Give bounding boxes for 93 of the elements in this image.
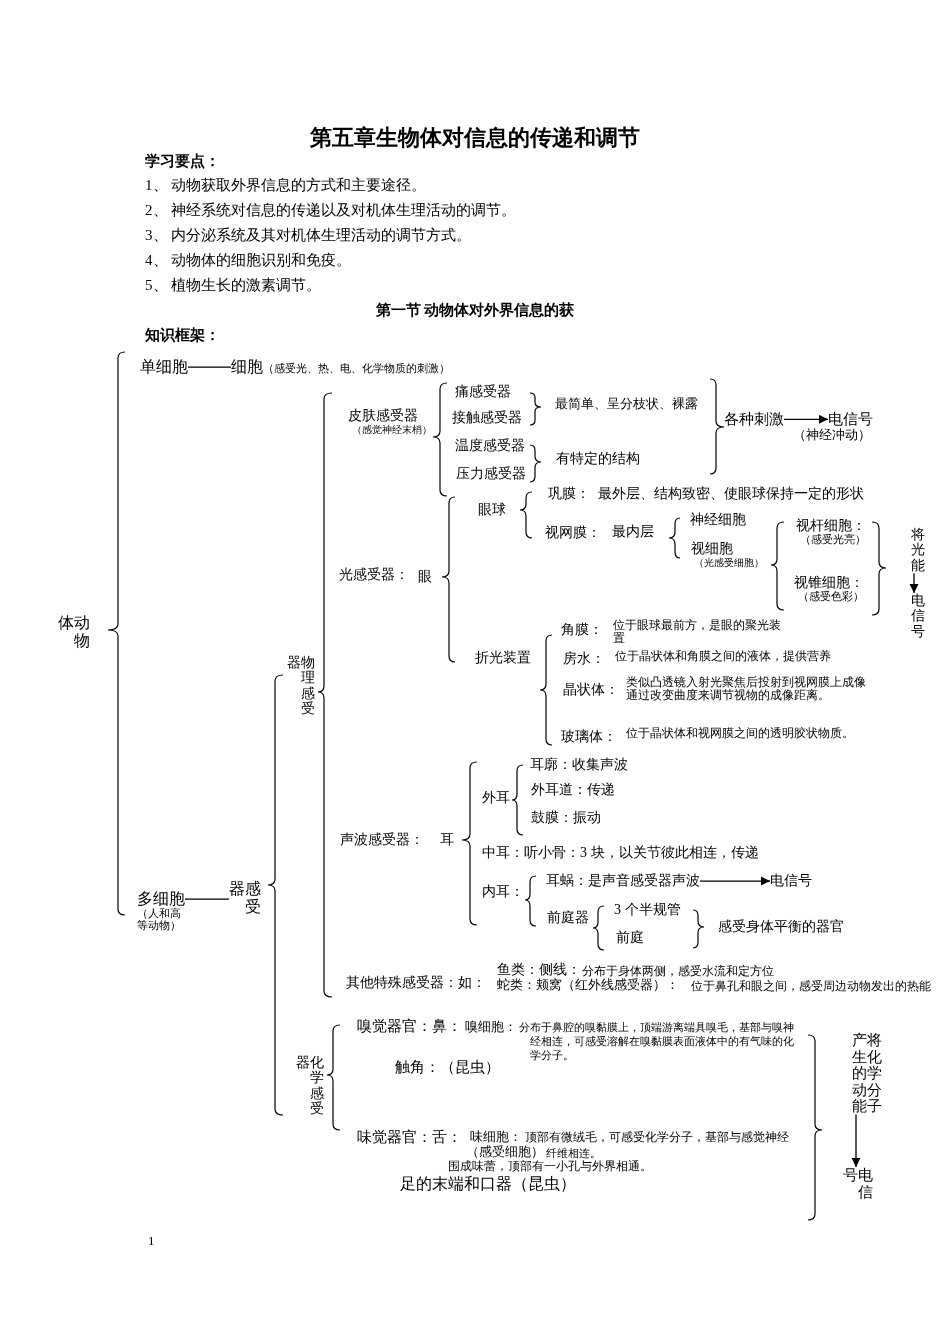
tree-label: 足的末端和口器（昆虫） (400, 1175, 576, 1193)
tree-label: 耳廓：收集声波 (530, 757, 628, 774)
tree-label: 有特定的结构 (556, 451, 640, 468)
description-text: 位于眼球最前方，是眼的聚光装置 (613, 619, 782, 645)
arrow (909, 572, 919, 594)
connector-line (184, 898, 230, 900)
tree-label: 视锥细胞： (794, 575, 864, 590)
tree-label: 眼球 (478, 502, 506, 519)
vertical-label: 感受器 (229, 880, 261, 916)
tree-label: 多细胞 (137, 890, 185, 908)
tree-label: 单细胞 (140, 358, 188, 377)
tree-label: 其他特殊感受器：如： (346, 975, 486, 991)
section-heading: 第一节 动物体对外界信息的获 (375, 302, 575, 320)
tree-label: 视细胞 (691, 541, 733, 557)
description-text: 位于晶状体和视网膜之间的透明胶状物质。 (626, 727, 854, 741)
arrow (699, 876, 771, 886)
tree-label: 视网膜： (545, 525, 601, 541)
list-item: 1、 动物获取外界信息的方式和主要途径。 (145, 177, 427, 195)
tree-label: 压力感受器 (456, 466, 526, 483)
tree-label: 皮肤感受器 (348, 408, 418, 424)
note-text: （感受光、热、电、化学物质的刺激） (263, 362, 450, 375)
vertical-label: 电信号 (911, 593, 925, 640)
tree-label: 前庭器 (547, 910, 589, 927)
tree-label: 房水： (563, 651, 605, 667)
tree-label: 声波感受器： (340, 832, 424, 848)
note-text: （感受细胞） (466, 1145, 544, 1160)
tree-label: 中耳：听小骨：3 块，以关节彼此相连，传递 (482, 845, 759, 862)
tree-label: 各种刺激 (724, 411, 784, 428)
description-text: 顶部有微绒毛，可感受化学分子，基部与感觉神经 (525, 1131, 789, 1145)
tree-label: 痛感受器 (455, 384, 511, 401)
tree-label: 嗅觉器官：鼻： (357, 1018, 462, 1035)
tree-label: 感受身体平衡的器官 (718, 919, 844, 936)
arrow (851, 1113, 861, 1168)
description-text: 围成味蕾，顶部有一小孔与外界相通。 (448, 1160, 652, 1174)
vertical-label: 将光能 (911, 527, 925, 574)
tree-label: 耳蜗：是声音感受器声波 (546, 873, 700, 890)
tree-label: 晶状体： (563, 682, 619, 698)
tree-label: 触角：（昆虫） (395, 1059, 500, 1076)
tree-label: 眼 (418, 569, 432, 586)
section-heading: 知识框架： (145, 327, 220, 345)
page-number: 1 (148, 1234, 155, 1249)
tree-label: 神经细胞 (690, 512, 746, 529)
description-text: 分布于身体两侧，感受水流和定方位 (582, 964, 774, 978)
arrow (783, 414, 829, 424)
note-text: （感觉神经末梢） (352, 424, 432, 436)
description-text: 纤维相连。 (546, 1147, 601, 1160)
description-text: 位于晶状体和角膜之间的液体，提供营养 (615, 650, 831, 664)
tree-label: 3 个半规管 (614, 902, 681, 919)
vertical-label: 动物体 (58, 614, 90, 650)
description-text: 类似凸透镜入射光聚焦后投射到视网膜上成像通过改变曲度来调节视物的成像距离。 (626, 676, 867, 702)
tree-label: 嗅细胞： (465, 1020, 517, 1035)
tree-label: 最简单、呈分枝状、裸露 (555, 397, 698, 412)
list-item: 2、 神经系统对信息的传递以及对机体生理活动的调节。 (145, 202, 517, 220)
section-heading: 学习要点： (145, 153, 220, 171)
tree-label: 最外层、结构致密、使眼球保持一定的形状 (598, 486, 864, 503)
note-text: （人和高等动物） (137, 908, 182, 933)
tree-label: 角膜： (561, 622, 603, 638)
list-item: 5、 植物生长的激素调节。 (145, 277, 322, 295)
tree-label: 前庭 (616, 930, 644, 947)
tree-label: 耳 (440, 832, 454, 849)
vertical-label: 化学感受器 (296, 1055, 324, 1117)
tree-label: 鼓膜：振动 (531, 810, 601, 827)
tree-label: 外耳 (482, 790, 510, 807)
tree-label: 细胞 (231, 358, 263, 376)
tree-label: 鱼类：侧线： (497, 962, 581, 978)
note-text: （感受光亮） (800, 534, 866, 547)
page-title: 第五章生物体对信息的传递和调节 (310, 125, 640, 151)
tree-label: 玻璃体： (561, 729, 617, 745)
vertical-label: 将化学分子产生的动能 (852, 1032, 882, 1115)
note-text: （神经冲动） (793, 428, 871, 443)
tree-label: 接触感受器 (452, 410, 522, 427)
tree-label: 电信号 (828, 411, 873, 428)
tree-label: 味觉器官：舌： (357, 1129, 462, 1146)
vertical-label: 物理感受器 (287, 655, 315, 717)
tree-label: 蛇类：颊窝（红外线感受器）： (497, 978, 679, 993)
note-text: （光感受细胞） (694, 557, 764, 569)
tree-label: 电信号 (770, 873, 812, 890)
connector-line (187, 366, 232, 368)
tree-label: 味细胞： (470, 1130, 522, 1145)
list-item: 4、 动物体的细胞识别和免疫。 (145, 252, 352, 270)
description-text: 分布于鼻腔的嗅黏膜上，顶端游离端具嗅毛，基部与嗅神经相连，可感受溶解在嗅黏膜表面液体中的有气味的化学分子。 (519, 1021, 795, 1063)
tree-label: 温度感受器 (455, 438, 525, 455)
tree-label: 折光装置 (475, 650, 531, 667)
tree-label: 巩膜： (548, 486, 590, 502)
tree-label: 内耳： (482, 884, 524, 900)
note-text: （感受色彩） (798, 591, 864, 604)
tree-label: 视杆细胞： (796, 518, 866, 533)
description-text: 位于鼻孔和眼之间，感受周边动物发出的热能 (691, 980, 931, 994)
vertical-label: 电信号 (843, 1167, 873, 1200)
list-item: 3、 内分泌系统及其对机体生理活动的调节方式。 (145, 227, 472, 245)
tree-label: 外耳道：传递 (531, 782, 615, 799)
tree-label: 光感受器： (339, 567, 409, 583)
tree-label: 最内层 (612, 524, 654, 541)
